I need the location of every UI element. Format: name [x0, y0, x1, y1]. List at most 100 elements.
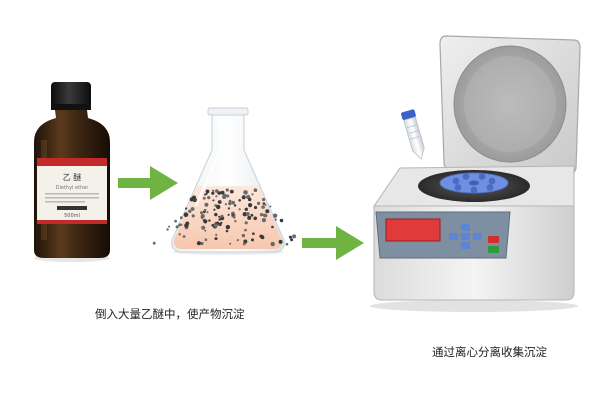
precipitate-particle: [218, 215, 221, 218]
precipitate-particle: [257, 201, 261, 205]
precipitate-particle: [220, 190, 225, 195]
precipitate-particles: [152, 188, 297, 247]
precipitate-particle: [253, 205, 258, 210]
precipitate-particle: [207, 196, 211, 200]
precipitate-particle: [250, 213, 254, 217]
precipitate-particle: [184, 223, 189, 228]
precipitate-particle: [278, 239, 283, 244]
precipitate-particle: [274, 218, 277, 221]
precipitate-particle: [265, 209, 270, 214]
precipitate-particle: [242, 212, 247, 217]
precipitate-particle: [238, 199, 241, 202]
precipitate-particle: [285, 242, 289, 246]
button-stop[interactable]: [488, 236, 499, 243]
precipitate-particle: [168, 225, 171, 228]
precipitate-particle: [182, 235, 186, 238]
precipitate-particle: [200, 211, 203, 215]
precipitate-particle: [228, 201, 232, 206]
precipitate-particle: [233, 204, 237, 207]
precipitate-particle: [262, 197, 266, 202]
precipitate-particle: [213, 223, 218, 228]
precipitate-particle: [200, 241, 204, 246]
precipitate-particle: [238, 208, 241, 211]
precipitate-particle: [215, 189, 219, 193]
precipitate-particle: [215, 195, 218, 198]
precipitate-particle: [204, 202, 209, 207]
precipitate-particle: [234, 220, 237, 223]
precipitate-particle: [243, 190, 248, 195]
precipitate-particle: [251, 238, 254, 242]
precipitate-particle: [191, 214, 195, 218]
precipitate-particle: [220, 214, 224, 218]
precipitate-particle: [200, 214, 205, 218]
precipitate-particle: [205, 192, 208, 195]
precipitate-particle: [248, 203, 253, 208]
precipitate-particle: [216, 204, 221, 210]
centrifuge-machine: [370, 35, 581, 312]
precipitate-particle: [270, 241, 275, 247]
precipitate-particle: [183, 212, 189, 217]
precipitate-particle: [213, 208, 216, 211]
precipitate-particle: [229, 189, 234, 194]
precipitate-particle: [211, 191, 215, 195]
erlenmeyer-flask: [152, 107, 297, 255]
precipitate-particle: [218, 222, 222, 227]
precipitate-particle: [244, 207, 248, 211]
precipitate-particle: [204, 229, 207, 232]
precipitate-particle: [227, 213, 230, 216]
precipitate-particle: [253, 216, 257, 221]
precipitate-particle: [178, 233, 181, 236]
digital-display: [385, 218, 441, 242]
bottle-label-volume: 500ml: [64, 213, 80, 219]
precipitate-particle: [244, 228, 247, 232]
precipitate-particle: [218, 218, 221, 221]
precipitate-particle: [288, 235, 292, 239]
button-start[interactable]: [488, 246, 499, 253]
button-down[interactable]: [461, 242, 470, 249]
precipitate-particle: [180, 223, 183, 226]
precipitate-particle: [241, 233, 246, 238]
precipitate-particle: [247, 215, 252, 220]
precipitate-particle: [188, 209, 192, 213]
flask-liquid: [173, 186, 283, 249]
precipitate-particle: [196, 241, 201, 246]
precipitate-particle: [212, 199, 215, 202]
rotor: [439, 172, 509, 194]
precipitate-particle: [226, 194, 230, 198]
precipitate-particle: [261, 218, 266, 223]
precipitate-particle: [262, 213, 266, 217]
button-right[interactable]: [473, 233, 482, 240]
precipitate-particle: [185, 207, 188, 210]
precipitate-particle: [217, 200, 222, 204]
precipitate-particle: [201, 225, 206, 230]
precipitate-particle: [214, 237, 218, 241]
bottle-label: [37, 158, 107, 224]
precipitate-particle: [203, 219, 208, 224]
precipitate-particle: [204, 238, 208, 241]
button-left[interactable]: [449, 233, 458, 240]
precipitate-particle: [244, 221, 248, 225]
centrifuge-tube: [401, 109, 425, 160]
step-1-caption: 倒入大量乙醚中，使产物沉淀: [95, 307, 245, 321]
bottle-label-en: Diethyl ether: [56, 185, 90, 191]
precipitate-particle: [251, 193, 254, 196]
precipitate-particle: [179, 216, 183, 220]
precipitate-particle: [190, 207, 195, 211]
precipitate-particle: [264, 203, 267, 206]
precipitate-particle: [272, 213, 278, 218]
precipitate-particle: [225, 188, 229, 192]
precipitate-particle: [245, 212, 250, 216]
precipitate-particle: [205, 189, 210, 194]
ether-bottle: 乙 醚 Diethyl ether 500ml: [34, 82, 110, 262]
button-center[interactable]: [461, 233, 470, 240]
precipitate-particle: [261, 205, 265, 209]
precipitate-particle: [208, 219, 211, 222]
precipitate-particle: [175, 225, 179, 229]
precipitate-particle: [262, 202, 266, 205]
precipitate-particle: [202, 196, 206, 200]
precipitate-particle: [192, 195, 196, 200]
button-up[interactable]: [461, 224, 470, 231]
precipitate-particle: [260, 234, 264, 239]
precipitate-particle: [206, 211, 209, 214]
